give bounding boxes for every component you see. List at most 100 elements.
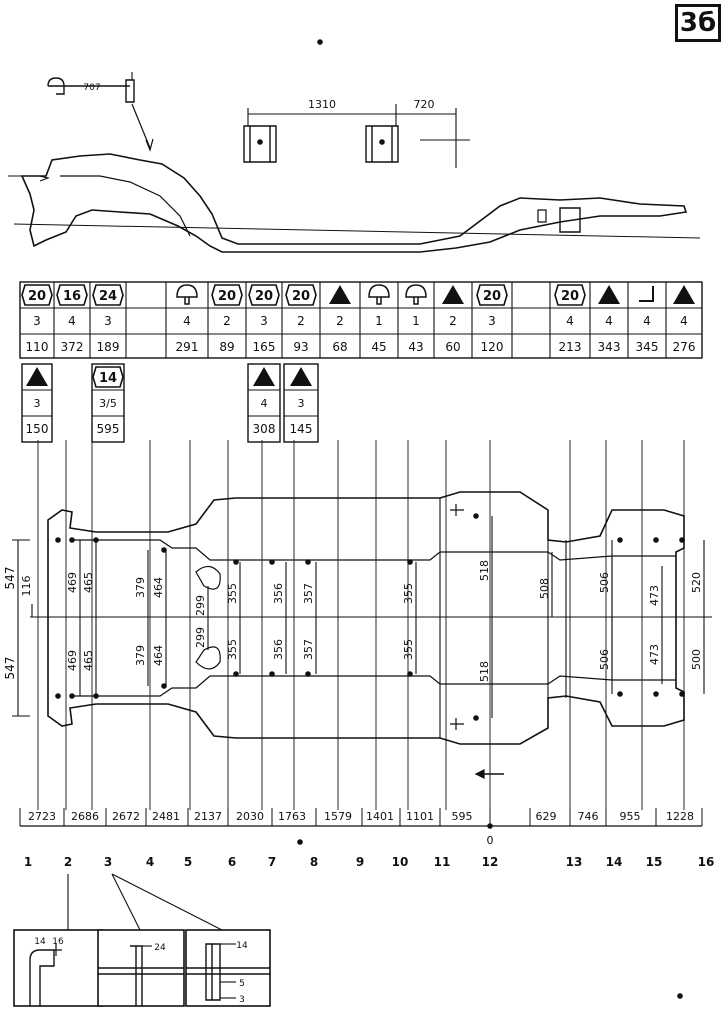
plan-dimension-label: 356 [272, 583, 285, 604]
hex-badge-frame [92, 284, 124, 306]
table-torque: 68 [332, 340, 347, 354]
station-number: 5 [184, 855, 192, 869]
distance-label: 595 [452, 810, 473, 823]
station-number: 16 [698, 855, 715, 869]
plan-dimension-label: 299 [194, 595, 207, 616]
zero-point [487, 823, 493, 829]
station-number: 2 [64, 855, 72, 869]
fastener-badge: 20 [211, 284, 243, 306]
plan-inner-rail-top [72, 539, 676, 561]
half-width-bottom: 547 [3, 657, 17, 680]
plan-dimension-label: 469 [66, 572, 79, 593]
distance-label: 955 [620, 810, 641, 823]
station-number: 1 [24, 855, 32, 869]
distance-label: 1579 [324, 810, 352, 823]
table-qty: 3 [488, 314, 496, 328]
table-torque: 43 [408, 340, 423, 354]
station-number: 14 [606, 855, 623, 869]
table-torque: 189 [97, 340, 120, 354]
detail1-bolt [54, 944, 62, 956]
mount-icon [176, 284, 198, 305]
station-number: 8 [310, 855, 318, 869]
attachment-point [473, 513, 479, 519]
side-frame [20, 153, 688, 253]
table-qty: 4 [183, 314, 191, 328]
plan-mount-pads [195, 565, 221, 670]
plan-dimension-label: 520 [690, 572, 703, 593]
speck [317, 39, 323, 45]
detail3-bolt [205, 943, 221, 1001]
sub-table-frame [283, 363, 319, 443]
triangle-icon [442, 285, 464, 304]
plan-dimension-label: 518 [478, 560, 491, 581]
table-qty: 1 [375, 314, 383, 328]
hex-badge-frame [554, 284, 586, 306]
sub-table-torque: 145 [290, 422, 313, 436]
detail2-label: 24 [154, 943, 166, 953]
half-width-top: 547 [3, 567, 17, 590]
sub-table-qty: 3 [298, 397, 305, 410]
detail3-panel [186, 967, 270, 975]
distance-label: 629 [536, 810, 557, 823]
hex-badge-label: 16 [63, 289, 81, 304]
speck [677, 993, 683, 999]
sub-table-frame [21, 363, 53, 443]
plan-dimension-label: 464 [152, 645, 165, 666]
plan-dimension-label: 379 [134, 645, 147, 666]
plan-dimension-label: 464 [152, 577, 165, 598]
station-number: 10 [392, 855, 409, 869]
distance-label: 1401 [366, 810, 394, 823]
plan-dimension-label: 357 [302, 639, 315, 660]
marker-dot [379, 139, 385, 145]
station-number: 15 [646, 855, 663, 869]
hex-badge-frame [211, 284, 243, 306]
table-torque: 291 [176, 340, 199, 354]
attachment-point [407, 559, 413, 565]
arrowhead [474, 769, 485, 779]
side-bracket [559, 207, 581, 233]
bracket-icon [639, 286, 654, 302]
hex-badge-frame [56, 284, 88, 306]
table-qty: 4 [643, 314, 651, 328]
attachment-point [653, 691, 659, 697]
marker-dot [257, 139, 263, 145]
hex-badge-frame [476, 284, 508, 306]
table-qty: 2 [297, 314, 305, 328]
table-qty: 1 [412, 314, 420, 328]
sub-table-qty: 3/5 [99, 397, 117, 410]
table-qty: 2 [223, 314, 231, 328]
table-torque: 120 [481, 340, 504, 354]
station-number: 7 [268, 855, 276, 869]
fastener-badge: 14 [92, 366, 124, 388]
table-qty: 3 [260, 314, 268, 328]
sub-table-frame [91, 363, 125, 443]
triangle-icon [329, 285, 351, 304]
table-frame [19, 281, 703, 359]
detail1-label: 16 [52, 937, 64, 947]
attachment-point [55, 537, 61, 543]
hex-badge-label: 20 [255, 289, 273, 304]
attachment-point [407, 671, 413, 677]
distance-label: 746 [578, 810, 599, 823]
attachment-point [653, 537, 659, 543]
attachment-point [617, 691, 623, 697]
plan-dimension-label: 465 [82, 650, 95, 671]
attachment-point [305, 671, 311, 677]
sub-table-frame [247, 363, 281, 443]
triangle-icon [598, 285, 620, 304]
fastener-badge: 20 [21, 284, 53, 306]
attachment-point [55, 693, 61, 699]
detail2-panel [98, 967, 184, 975]
plan-dimension-label: 357 [302, 583, 315, 604]
attachment-point [305, 559, 311, 565]
station-number: 4 [146, 855, 154, 869]
fastener-badge: 16 [56, 284, 88, 306]
plan-dimension-label: 508 [538, 578, 551, 599]
table-torque: 276 [673, 340, 696, 354]
hex-badge-frame [21, 284, 53, 306]
attachment-point [269, 671, 275, 677]
mount-view-right [365, 125, 399, 163]
mount-icon [405, 284, 427, 305]
plan-dimension-label: 518 [478, 661, 491, 682]
fastener-badge: 20 [476, 284, 508, 306]
